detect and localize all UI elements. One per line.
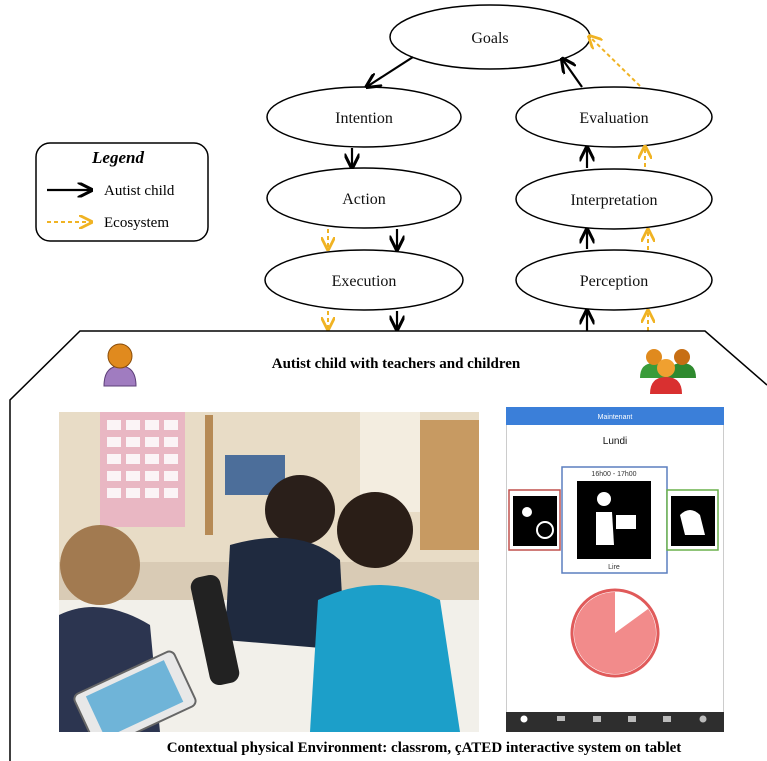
- app-tab-bar: [506, 712, 724, 732]
- tablet-screenshot: Maintenant Lundi 16h00 - 17h00 Lire: [506, 407, 724, 732]
- legend-autist-child-label: Autist child: [104, 183, 175, 199]
- app-header-bar: [506, 407, 724, 425]
- node-goals: Goals: [389, 4, 591, 70]
- autist-child-arrows: [352, 57, 587, 331]
- environment-frame: Autist child with teachers and children …: [9, 330, 767, 761]
- node-perception: Perception: [515, 249, 713, 311]
- node-interpretation: Interpretation: [515, 168, 713, 230]
- node-intention: Intention: [266, 86, 462, 148]
- node-execution: Execution: [264, 249, 464, 311]
- node-evaluation: Evaluation: [515, 86, 713, 148]
- node-execution-label: Execution: [332, 273, 397, 290]
- child-person-icon: [103, 343, 137, 387]
- ecosystem-arrows: [328, 37, 648, 331]
- legend-box: Legend Autist child Ecosystem: [35, 142, 209, 242]
- app-header-label: Maintenant: [598, 414, 633, 421]
- app-timer-icon: [570, 588, 660, 678]
- node-perception-label: Perception: [580, 273, 648, 290]
- legend-ecosystem-label: Ecosystem: [104, 215, 169, 231]
- app-activity-label: Lire: [608, 564, 620, 571]
- node-action-label: Action: [342, 191, 386, 208]
- group-people-icon: [640, 349, 696, 394]
- legend-title: Legend: [91, 148, 144, 167]
- node-action: Action: [266, 167, 462, 229]
- arrow-evaluation-to-goals: [563, 60, 583, 88]
- app-tab-icons: [520, 715, 707, 723]
- environment-caption: Contextual physical Environment: classro…: [167, 740, 682, 756]
- app-time-range: 16h00 - 17h00: [591, 471, 636, 478]
- reading-pictogram-icon: [577, 481, 651, 559]
- eco-arrow-evaluation-to-goals: [590, 37, 641, 87]
- node-evaluation-label: Evaluation: [579, 110, 648, 127]
- classroom-photo: [59, 412, 479, 732]
- environment-title: Autist child with teachers and children: [272, 356, 521, 372]
- node-intention-label: Intention: [335, 110, 393, 127]
- node-interpretation-label: Interpretation: [570, 192, 657, 209]
- node-goals-label: Goals: [471, 30, 508, 47]
- arrow-goals-to-intention: [368, 56, 414, 86]
- app-day-label: Lundi: [603, 436, 627, 447]
